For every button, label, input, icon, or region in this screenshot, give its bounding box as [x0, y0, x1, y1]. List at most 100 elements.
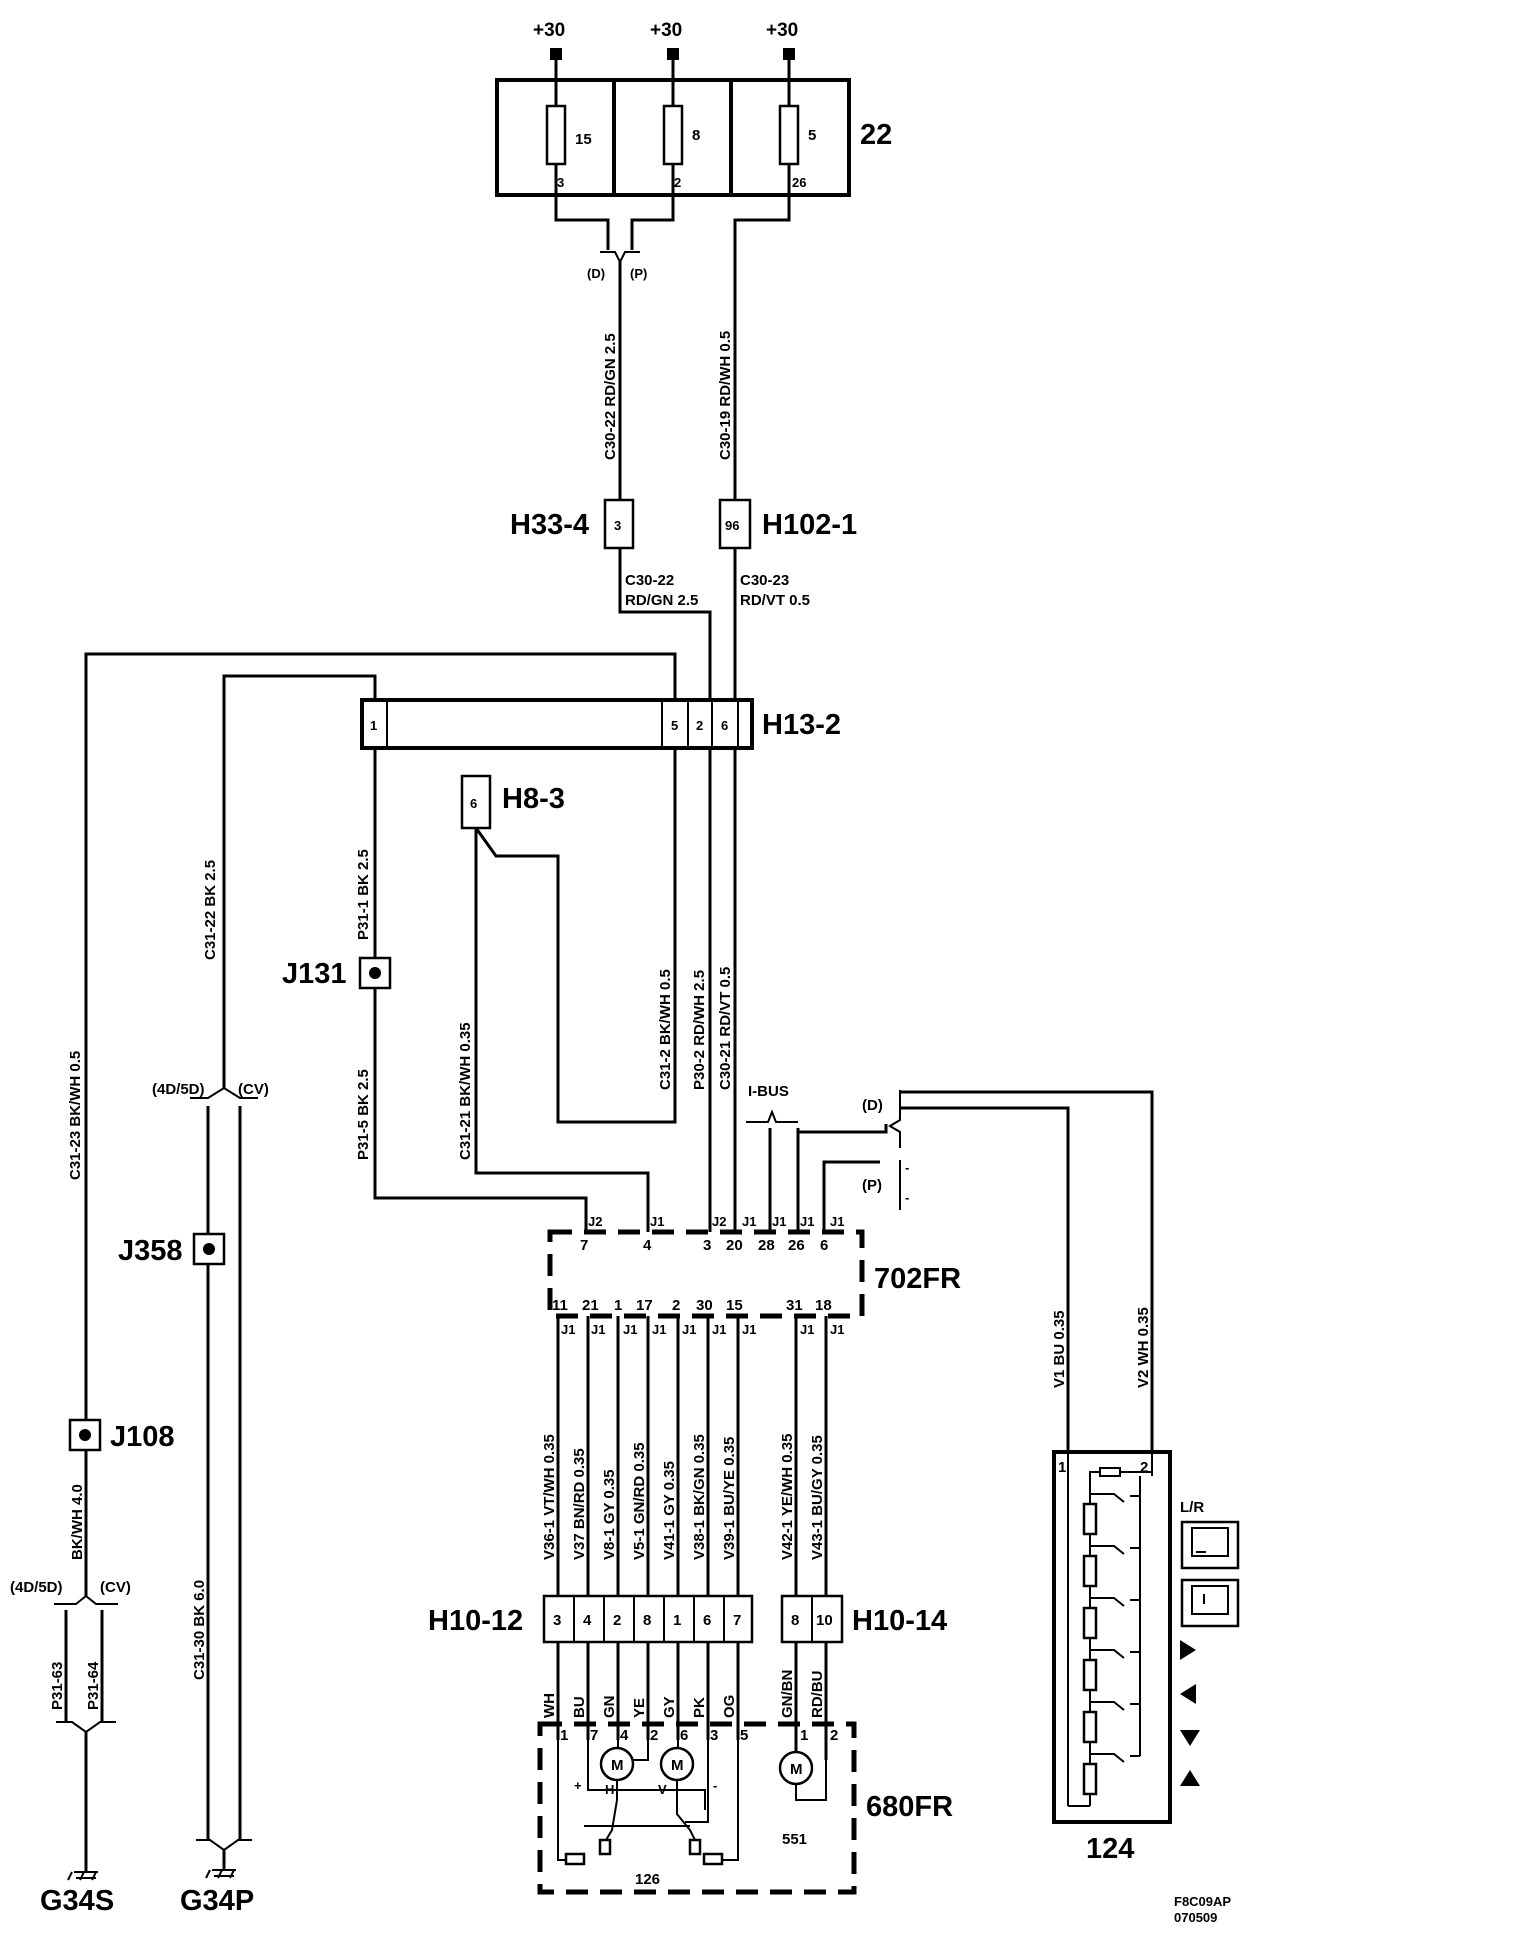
supply-label-a: +30 — [533, 20, 565, 41]
module-702fr-top-pins: J2 7 J1 4 J2 3 J1 20 J1 28 J1 26 J1 6 — [580, 1214, 844, 1254]
svg-text:J1: J1 — [682, 1322, 696, 1337]
svg-text:1: 1 — [800, 1727, 808, 1744]
svg-text:-: - — [713, 1778, 717, 1793]
wires-702-to-h10 — [556, 1316, 828, 1596]
svg-text:8: 8 — [643, 1612, 651, 1629]
connector-h8-3: 6 H8-3 — [460, 774, 565, 830]
ground-g34p: G34P — [180, 1885, 254, 1917]
wire-c31-23: C31-23 BK/WH 0.5 — [67, 1051, 84, 1180]
svg-text:M: M — [790, 1761, 803, 1778]
svg-text:4: 4 — [643, 1237, 652, 1254]
wire-v41: V41-1 GY 0.35 — [661, 1461, 678, 1560]
svg-text:GN: GN — [601, 1696, 618, 1719]
svg-text:+: + — [574, 1778, 582, 1793]
wire-v38: V38-1 BK/GN 0.35 — [691, 1434, 708, 1560]
mirror-wire-colors: WH BU GN YE GY PK OG GN/BN RD/BU — [541, 1670, 826, 1718]
svg-text:J1: J1 — [561, 1322, 575, 1337]
svg-text:2: 2 — [672, 1297, 680, 1314]
switch-lr-label: L/R — [1180, 1499, 1204, 1516]
arrow-up-icon — [1180, 1770, 1200, 1786]
svg-text:-: - — [905, 1190, 909, 1205]
h13-pin-2: 2 — [696, 718, 703, 733]
ibus-label: I-BUS — [748, 1083, 789, 1100]
mirror-pins: 1 7 4 2 6 3 5 1 2 — [560, 1727, 838, 1744]
svg-text:BU: BU — [571, 1696, 588, 1718]
footer-code-2: 070509 — [1174, 1910, 1217, 1925]
svg-text:28: 28 — [758, 1237, 775, 1254]
wire-c30-23-2: RD/VT 0.5 — [740, 592, 810, 609]
svg-text:7: 7 — [733, 1612, 741, 1629]
svg-text:GN/BN: GN/BN — [779, 1670, 796, 1718]
svg-text:OG: OG — [721, 1695, 738, 1718]
svg-text:WH: WH — [541, 1693, 558, 1718]
junction-j131: J131 — [282, 956, 392, 990]
wire-c30-21: C30-21 RD/VT 0.5 — [717, 967, 734, 1090]
switch-124-label: 124 — [1086, 1833, 1134, 1865]
svg-text:2: 2 — [650, 1727, 658, 1744]
wire-c30-23-1: C30-23 — [740, 572, 789, 589]
wire-p31-5: P31-5 BK 2.5 — [355, 1069, 372, 1160]
junction-j131-label: J131 — [282, 958, 347, 990]
wire-c30-22-upper: C30-22 RD/GN 2.5 — [602, 333, 619, 460]
wire-v39: V39-1 BU/YE 0.35 — [721, 1437, 738, 1560]
connector-h13-2-label: H13-2 — [762, 709, 841, 741]
svg-text:96: 96 — [725, 518, 739, 533]
svg-text:15: 15 — [726, 1297, 743, 1314]
svg-text:6: 6 — [820, 1237, 828, 1254]
wire-c31-2: C31-2 BK/WH 0.5 — [657, 969, 674, 1090]
svg-text:8: 8 — [791, 1612, 799, 1629]
svg-text:26: 26 — [788, 1237, 805, 1254]
svg-text:31: 31 — [786, 1297, 803, 1314]
connector-h13-2: 1 5 2 6 H13-2 — [360, 698, 841, 750]
connector-h10-12-label: H10-12 — [428, 1605, 523, 1637]
svg-text:2: 2 — [830, 1727, 838, 1744]
module-702fr-bottom-pins: 11 J1 21 J1 1 J1 17 J1 2 J1 30 J1 15 J1 … — [552, 1297, 844, 1337]
supply-label-b: +30 — [650, 20, 682, 41]
svg-text:J1: J1 — [800, 1214, 814, 1229]
svg-text:J1: J1 — [650, 1214, 664, 1229]
svg-text:1: 1 — [673, 1612, 681, 1629]
variant-cv-left: (CV) — [100, 1579, 131, 1596]
svg-text:18: 18 — [815, 1297, 832, 1314]
wire-c30-22-lower-2: RD/GN 2.5 — [625, 592, 698, 609]
connector-h102-1-label: H102-1 — [762, 509, 857, 541]
variant-4d5d-left: (4D/5D) — [10, 1579, 63, 1596]
svg-text:J2: J2 — [712, 1214, 726, 1229]
wire-p31-63: P31-63 — [49, 1662, 66, 1710]
svg-text:4: 4 — [583, 1612, 592, 1629]
subcomponent-551: 551 — [782, 1831, 807, 1848]
svg-text:GY: GY — [661, 1696, 678, 1718]
svg-text:7: 7 — [580, 1237, 588, 1254]
wire-c30-19: C30-19 RD/WH 0.5 — [717, 331, 734, 460]
fuse-pin-26: 26 — [792, 175, 806, 190]
svg-text:1: 1 — [560, 1727, 568, 1744]
arrow-down-icon — [1180, 1730, 1200, 1746]
wire-v2: V2 WH 0.35 — [1135, 1307, 1152, 1388]
wire-v1: V1 BU 0.35 — [1051, 1310, 1068, 1388]
fuse-5 — [778, 104, 800, 166]
wire-v42: V42-1 YE/WH 0.35 — [779, 1434, 796, 1560]
footer-code-1: F8C09AP — [1174, 1894, 1231, 1909]
fusebox-id: 22 — [860, 119, 892, 151]
svg-text:7: 7 — [590, 1727, 598, 1744]
svg-text:10: 10 — [816, 1612, 833, 1629]
switch-124: 1 2 124 L/R — [1052, 1450, 1240, 1865]
svg-text:3: 3 — [553, 1612, 561, 1629]
wire-v5: V5-1 GN/RD 0.35 — [631, 1442, 648, 1560]
wire-bkwh40: BK/WH 4.0 — [69, 1484, 86, 1560]
wire-v8: V8-1 GY 0.35 — [601, 1469, 618, 1560]
svg-text:4: 4 — [620, 1727, 629, 1744]
svg-text:3: 3 — [710, 1727, 718, 1744]
module-680fr: 680FR 1 7 4 2 6 3 5 1 2 M M M H V + - — [537, 1721, 953, 1895]
variant-p-top: (P) — [630, 266, 647, 281]
wire-p30-2: P30-2 RD/WH 2.5 — [691, 970, 708, 1090]
wire-c31-30: C31-30 BK 6.0 — [191, 1580, 208, 1680]
wire-v43: V43-1 BU/GY 0.35 — [809, 1435, 826, 1560]
arrow-right-icon — [1180, 1640, 1196, 1660]
variant-d-right: (D) — [862, 1097, 883, 1114]
variant-d-top: (D) — [587, 266, 605, 281]
svg-text:J1: J1 — [772, 1214, 786, 1229]
svg-text:3: 3 — [614, 518, 621, 533]
junction-j108: J108 — [68, 1418, 175, 1453]
h13-pin-5: 5 — [671, 718, 678, 733]
